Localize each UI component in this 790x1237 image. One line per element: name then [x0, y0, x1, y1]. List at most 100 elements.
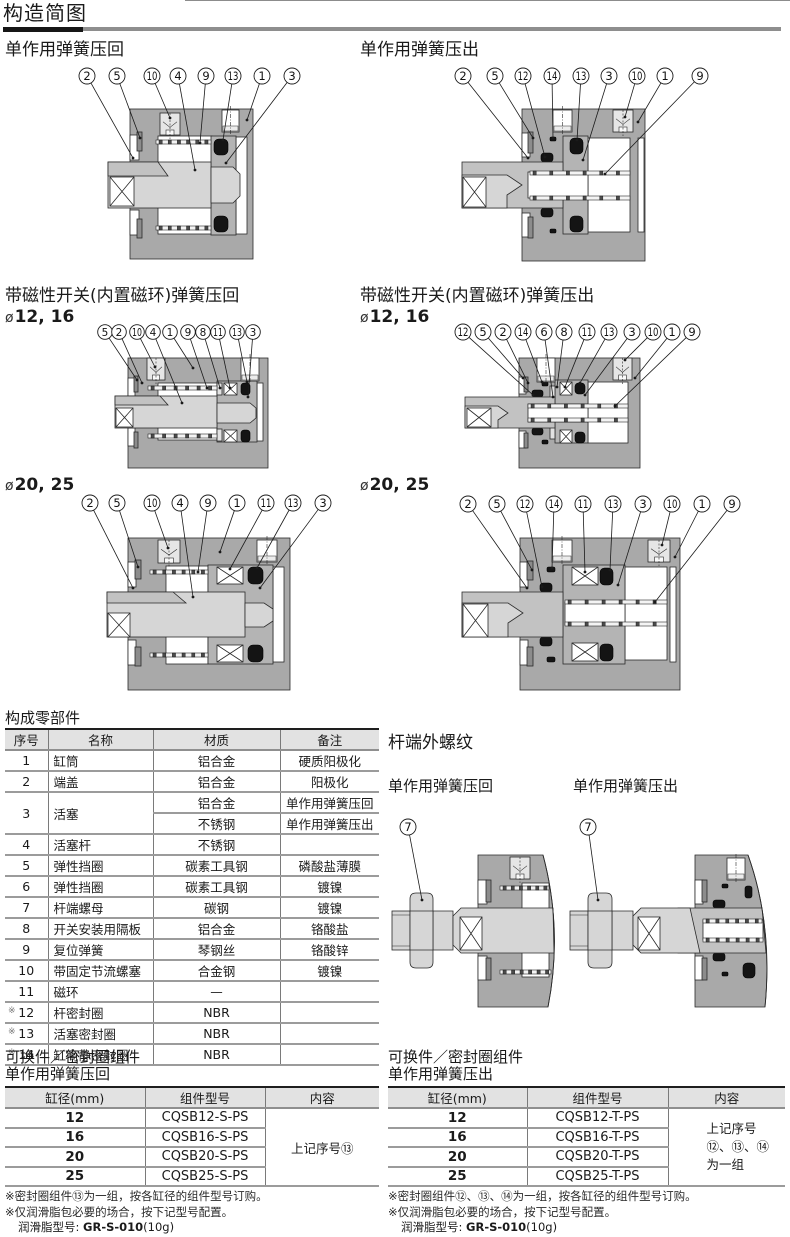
callout-leader [259, 509, 319, 589]
callout-number: 4 [150, 327, 157, 339]
callout: 1 [245, 67, 271, 122]
callout-dot [255, 566, 259, 570]
callout: 8 [195, 324, 222, 390]
rod-seal [712, 899, 726, 909]
return-spring [499, 969, 552, 975]
spring-coil [584, 599, 589, 605]
rod-bore [527, 403, 589, 423]
callout-circle [143, 494, 161, 512]
callout-leader [498, 82, 534, 139]
return-spring [702, 918, 763, 924]
retaining-ring [136, 131, 143, 152]
callout-number: 2 [116, 327, 123, 339]
note-line: ※密封圈组件⑫、⑬、⑭为一组，按各缸径的组件型号订购。 [388, 1189, 697, 1203]
callout-circle [634, 495, 652, 513]
spring-coil [185, 433, 189, 439]
spring-coil [158, 225, 163, 231]
callout-dot [205, 386, 209, 390]
callout-dot [596, 898, 600, 902]
rod-seal [540, 207, 554, 218]
callout: 9 [603, 67, 709, 176]
callout-number: 7 [404, 820, 411, 834]
retaining-ring-groove [694, 955, 704, 981]
kit-bore: 20 [5, 1147, 145, 1168]
retaining-ring-groove [521, 212, 531, 238]
part-material: 琴钢丝 [152, 939, 280, 961]
callout: 4 [145, 324, 184, 405]
piston [562, 564, 626, 665]
return-spring [147, 433, 218, 439]
return-spring [499, 885, 550, 891]
throttle-plug-tip [618, 374, 627, 381]
cross-section [114, 0, 413, 469]
spring-wire [155, 225, 212, 231]
kit-bore: 12 [388, 1108, 527, 1129]
callout-dot [246, 395, 250, 399]
spring-coil [543, 885, 548, 891]
callout-leader [624, 337, 648, 361]
spring-coil [745, 918, 749, 924]
retaining-ring [701, 879, 708, 903]
spring-coil [173, 385, 178, 391]
callout-leader [93, 509, 134, 589]
throttle-plug-body [612, 357, 633, 381]
piston-seal [742, 962, 756, 979]
callout-dot [623, 358, 627, 362]
spring-wire [499, 885, 550, 891]
throttle-plug [159, 112, 181, 139]
spring-coil [204, 139, 209, 145]
switch-spacer [216, 382, 223, 396]
bore-sizes: 12, 16 [14, 307, 75, 327]
tube-gasket [546, 566, 556, 573]
callout-circle [494, 323, 512, 341]
part-name: 磁环 [47, 981, 153, 1003]
throttle-plug-tip [654, 556, 664, 563]
spring-coil [567, 621, 572, 627]
spring-wire [149, 569, 209, 575]
callout-circle [604, 495, 622, 513]
piston-rod [461, 591, 564, 638]
callout-dot [153, 365, 157, 369]
spring-coil [580, 417, 585, 423]
tube-gasket [541, 381, 549, 387]
tube-gasket [549, 136, 557, 142]
callout: 2 [111, 324, 144, 385]
cross-section [107, 0, 268, 260]
callout: 3 [245, 324, 261, 399]
callout-circle [171, 494, 189, 512]
spring-coil [616, 195, 620, 201]
callout-number: 2 [83, 69, 90, 83]
rear-groove [669, 566, 677, 663]
callout-dot [193, 168, 197, 172]
spring-coil [208, 433, 212, 439]
retaining-ring-groove [477, 879, 488, 905]
callout-dot [531, 393, 535, 397]
retaining-ring [527, 131, 534, 154]
callout: 1 [218, 494, 246, 554]
part-note: 阳极化 [279, 771, 379, 793]
diagram-rod-thread-return: 7 [391, 0, 790, 1008]
callout-circle [644, 323, 662, 341]
spring-coil [601, 599, 606, 605]
kit-content: 上记序号⑬ [264, 1108, 379, 1187]
callout-circle [663, 323, 681, 341]
spring-coil [618, 599, 623, 605]
callout-dot [540, 380, 544, 384]
callout: 3 [258, 494, 332, 590]
table-row: 12 CQSB12-S-PS 上记序号⑬ [5, 1108, 379, 1187]
spring-coil [754, 918, 759, 924]
throttle-plug-body [157, 539, 181, 564]
table-row: 2 端盖 铝合金 阳极化 [5, 771, 379, 793]
rod-neck [432, 910, 454, 951]
retaining-ring [134, 559, 142, 580]
callout-dot [633, 376, 637, 380]
callout-circle [683, 323, 701, 341]
diameter-symbol: ø [5, 478, 14, 494]
parts-header-row: 序号 名称 材质 备注 [5, 728, 379, 751]
part-name: 开关安装用隔板 [47, 918, 153, 940]
seal-kit-subtitle: 单作用弹簧压出 [388, 1065, 494, 1083]
grease-quantity: (10g) [526, 1220, 558, 1234]
spring-coil [582, 170, 587, 176]
callout-leader [526, 511, 543, 588]
callout-leader [229, 509, 263, 570]
